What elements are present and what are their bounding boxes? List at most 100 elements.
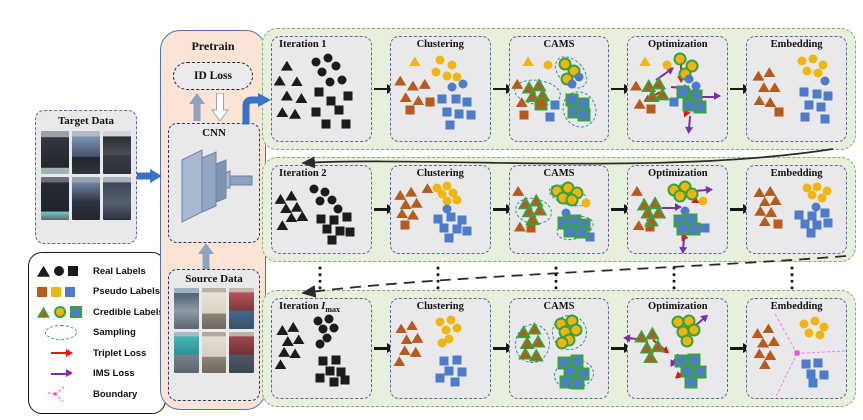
yellow-cir-credible-marker xyxy=(685,187,699,201)
yellow-tri-marker xyxy=(408,56,421,67)
black-sq-marker xyxy=(335,226,345,236)
yellow-cir-marker xyxy=(807,190,817,200)
brown-sq-marker xyxy=(774,107,784,117)
blue-sq-marker xyxy=(700,223,710,233)
person-photo xyxy=(103,177,131,220)
panel-optimization-row1: Optimization xyxy=(627,36,729,142)
blue-sq-marker xyxy=(444,366,454,376)
yellow-cir-credible-marker xyxy=(555,336,569,350)
blue-sq-marker xyxy=(439,356,449,366)
brown-tri-credible-marker xyxy=(530,334,546,348)
brown-tri-marker xyxy=(409,346,422,357)
yellow-cir-marker xyxy=(435,317,445,327)
brown-sq-marker xyxy=(526,223,536,233)
black-cir-marker xyxy=(311,57,321,67)
black-sq-marker xyxy=(336,367,346,377)
panel-embedding-row1: Embedding xyxy=(746,36,847,142)
boundary-center-dot xyxy=(794,350,800,356)
brown-sq-marker xyxy=(405,105,415,115)
cnn-icon xyxy=(181,149,253,223)
black-sq-marker xyxy=(322,224,332,234)
black-sq-marker xyxy=(314,87,324,97)
brown-tri-credible-marker xyxy=(651,76,667,90)
black-tri-marker xyxy=(296,211,309,221)
black-tri-marker xyxy=(278,346,291,357)
blue-sq-credible-marker xyxy=(570,354,584,368)
black-cir-marker xyxy=(315,339,325,349)
cnn-label: CNN xyxy=(202,127,226,139)
black-cir-marker xyxy=(327,195,337,205)
panel-iteration-imax-row3: Iteration Imax xyxy=(271,298,372,399)
scatter-area xyxy=(393,315,486,394)
black-cir-marker xyxy=(333,204,343,214)
brown-tri-marker xyxy=(395,323,408,334)
pseudo-yellow-square-icon xyxy=(51,286,61,297)
person-photo xyxy=(229,332,254,373)
brown-tri-marker xyxy=(767,335,780,346)
blue-sq-marker xyxy=(800,219,810,229)
black-cir-marker xyxy=(309,184,319,194)
blue-sq-credible-marker xyxy=(687,353,701,367)
brown-tri-marker xyxy=(764,97,777,108)
black-tri-marker xyxy=(287,321,300,332)
legend-row-boundary: Boundary xyxy=(37,384,159,405)
black-sq-marker xyxy=(315,373,325,383)
boundary-icon xyxy=(47,386,65,402)
brown-tri-marker xyxy=(633,98,646,109)
brown-tri-marker xyxy=(421,183,434,194)
black-cir-marker xyxy=(320,187,330,197)
yellow-cir-credible-marker xyxy=(680,334,694,348)
blue-cir-marker xyxy=(458,79,468,89)
blue-sq-marker xyxy=(819,370,829,380)
panel-title: Optimization xyxy=(648,39,708,50)
flow-arrow xyxy=(611,204,633,214)
yellow-cir-marker xyxy=(813,68,823,78)
person-photo xyxy=(72,177,100,220)
blue-sq-marker xyxy=(806,369,816,379)
person-photo xyxy=(41,177,69,220)
legend-label: Pseudo Labels xyxy=(93,286,161,298)
yellow-cir-marker xyxy=(812,182,822,192)
scatter-area xyxy=(751,182,842,249)
yellow-cir-credible-marker xyxy=(565,193,579,206)
blue-cir-marker xyxy=(684,74,694,84)
black-tri-marker xyxy=(279,203,292,214)
black-tri-marker xyxy=(285,190,298,201)
blue-sq-marker xyxy=(794,210,804,220)
blue-sq-marker xyxy=(669,97,679,107)
yellow-cir-marker xyxy=(822,186,832,196)
person-photo xyxy=(174,288,199,329)
black-sq-marker xyxy=(329,215,339,225)
brown-tri-marker xyxy=(751,328,764,339)
brown-tri-marker xyxy=(764,350,777,360)
scatter-area xyxy=(512,179,605,249)
black-sq-marker xyxy=(343,91,353,101)
blue-sq-marker xyxy=(457,367,467,377)
brown-tri-marker xyxy=(406,320,419,331)
brown-tri-credible-marker xyxy=(532,202,548,216)
brown-tri-marker xyxy=(757,82,770,93)
person-photo xyxy=(229,288,254,329)
pseudo-blue-square-icon xyxy=(65,286,75,297)
brown-tri-marker xyxy=(400,334,413,345)
black-sq-marker xyxy=(318,356,328,366)
yellow-tri-marker xyxy=(522,56,535,67)
brown-sq-marker xyxy=(645,222,655,232)
legend-row-pseudo: Pseudo Labels xyxy=(37,282,161,303)
yellow-cir-marker xyxy=(802,66,812,76)
blue-sq-marker xyxy=(446,212,456,222)
brown-tri-marker xyxy=(394,189,407,200)
black-cir-marker xyxy=(337,75,347,85)
black-sq-marker xyxy=(334,105,344,115)
panel-optimization-row3: Optimization xyxy=(627,298,729,399)
brown-tri-credible-marker xyxy=(651,205,667,219)
black-cir-marker xyxy=(329,323,339,333)
scatter-area xyxy=(511,49,605,137)
person-photo xyxy=(201,288,227,329)
black-tri-marker xyxy=(290,76,303,87)
target-to-pretrain-arrow xyxy=(137,169,162,183)
cnn-box: CNN xyxy=(168,123,260,243)
panel-title: CAMS xyxy=(543,39,575,50)
blue-cir-marker xyxy=(691,81,701,91)
credible-circle-icon xyxy=(54,306,66,319)
